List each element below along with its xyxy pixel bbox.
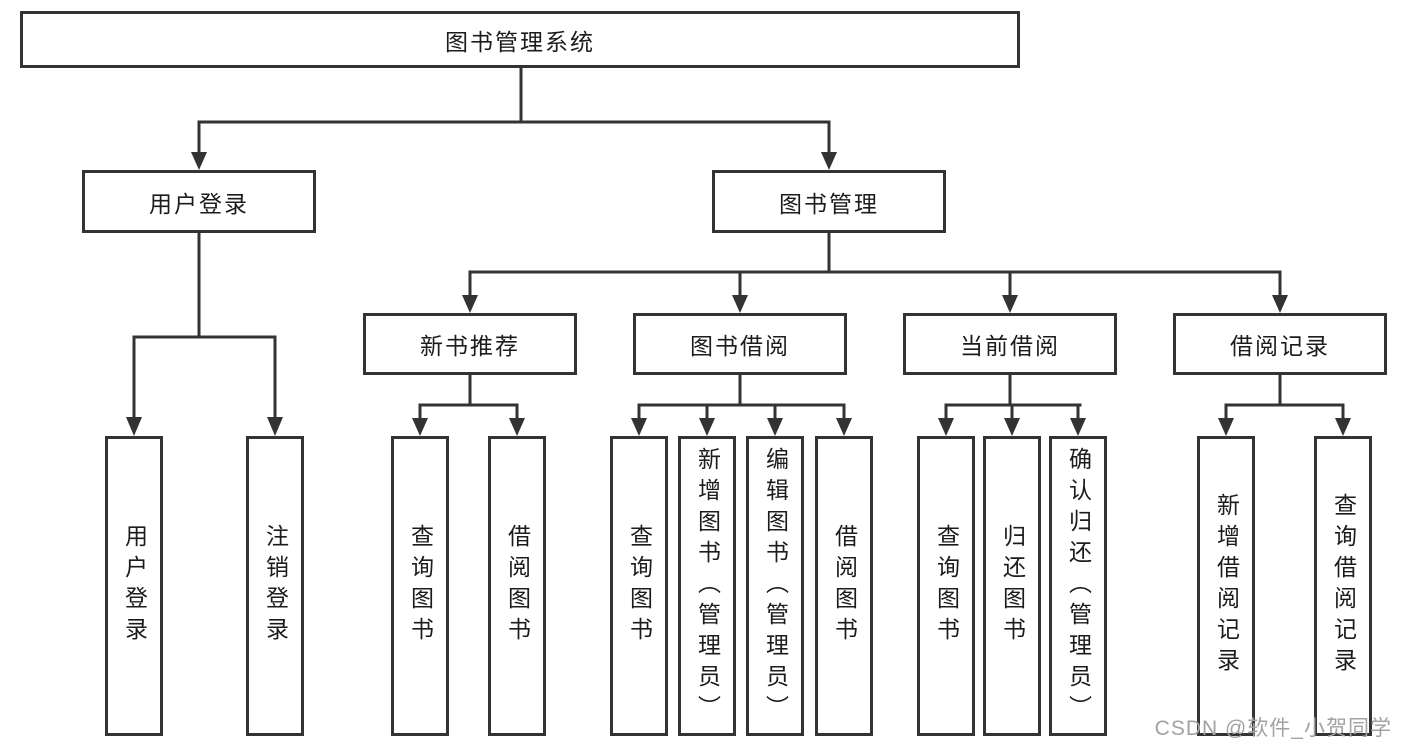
leaf-borrow-edit-book-admin: 编辑图书（管理员） xyxy=(746,436,804,736)
node-current-borrow-label: 当前借阅 xyxy=(960,333,1060,359)
leaf-borrow-borrow-book-label: 借阅图书 xyxy=(831,524,858,648)
leaf-user-login-label: 用户登录 xyxy=(121,524,148,648)
leaf-user-login: 用户登录 xyxy=(105,436,163,736)
leaf-borrow-add-book-admin-label: 新增图书（管理员） xyxy=(694,446,721,726)
leaf-records-add-record: 新增借阅记录 xyxy=(1197,436,1255,736)
leaf-borrow-edit-book-admin-label: 编辑图书（管理员） xyxy=(762,446,789,726)
leaf-borrow-borrow-book: 借阅图书 xyxy=(815,436,873,736)
node-book-borrow: 图书借阅 xyxy=(633,313,847,375)
node-user-login-label: 用户登录 xyxy=(149,190,249,217)
node-book-borrow-label: 图书借阅 xyxy=(690,333,790,359)
leaf-current-return-book: 归还图书 xyxy=(983,436,1041,736)
leaf-records-query-record: 查询借阅记录 xyxy=(1314,436,1372,736)
connector-group xyxy=(132,68,1345,420)
leaf-records-add-record-label: 新增借阅记录 xyxy=(1213,493,1240,679)
leaf-borrow-query-book: 查询图书 xyxy=(610,436,668,736)
leaf-current-return-book-label: 归还图书 xyxy=(999,524,1026,648)
leaf-borrow-add-book-admin: 新增图书（管理员） xyxy=(678,436,736,736)
leaf-logout-label: 注销登录 xyxy=(262,524,289,648)
csdn-watermark: CSDN @软件_小贺同学 xyxy=(1154,717,1392,740)
leaf-current-confirm-return-admin-label: 确认归还（管理员） xyxy=(1065,446,1092,726)
leaf-newbook-borrow-book: 借阅图书 xyxy=(488,436,546,736)
node-root-label: 图书管理系统 xyxy=(445,28,595,55)
leaf-current-query-book: 查询图书 xyxy=(917,436,975,736)
leaf-current-confirm-return-admin: 确认归还（管理员） xyxy=(1049,436,1107,736)
node-new-book-recommend: 新书推荐 xyxy=(363,313,577,375)
node-book-management-label: 图书管理 xyxy=(779,190,879,217)
node-new-book-recommend-label: 新书推荐 xyxy=(420,333,520,359)
node-user-login: 用户登录 xyxy=(82,170,316,233)
leaf-newbook-query-book: 查询图书 xyxy=(391,436,449,736)
arrowheads xyxy=(126,152,1351,436)
leaf-newbook-borrow-book-label: 借阅图书 xyxy=(504,524,531,648)
node-borrow-records: 借阅记录 xyxy=(1173,313,1387,375)
leaf-records-query-record-label: 查询借阅记录 xyxy=(1330,493,1357,679)
node-current-borrow: 当前借阅 xyxy=(903,313,1117,375)
leaf-current-query-book-label: 查询图书 xyxy=(933,524,960,648)
leaf-borrow-query-book-label: 查询图书 xyxy=(626,524,653,648)
node-borrow-records-label: 借阅记录 xyxy=(1230,333,1330,359)
leaf-newbook-query-book-label: 查询图书 xyxy=(407,524,434,648)
node-book-management: 图书管理 xyxy=(712,170,946,233)
node-root: 图书管理系统 xyxy=(20,11,1020,68)
leaf-logout: 注销登录 xyxy=(246,436,304,736)
